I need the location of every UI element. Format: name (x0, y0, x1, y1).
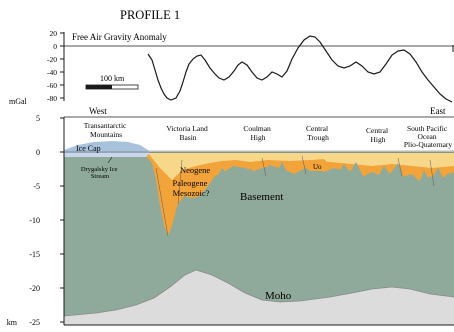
direction-west: West (89, 106, 107, 116)
region-labels: Transantarctic Mountains Victoria Land B… (84, 121, 453, 149)
depth-tick-minus5: -5 (33, 182, 40, 191)
label-basement: Basement (240, 191, 283, 203)
depth-tick-minus10: -10 (29, 216, 40, 225)
label-ice-cap: Ice Cap (76, 144, 101, 153)
direction-east: East (430, 106, 446, 116)
depth-tick-minus20: -20 (29, 284, 40, 293)
neogene-unit (148, 153, 454, 180)
figure-title: PROFILE 1 (120, 8, 180, 22)
gravity-ticks: 20 0 -20 -40 -60 -80 (47, 29, 64, 103)
gravity-anomaly-curve (147, 35, 453, 103)
depth-tick-minus25: -25 (29, 318, 40, 327)
ice-cap (64, 141, 150, 153)
gravity-tick-minus20: -20 (47, 55, 57, 64)
region-central-trough: Central Trough (306, 124, 330, 142)
gravity-tick-minus60: -60 (47, 81, 57, 90)
moho-line (63, 269, 454, 317)
cross-section (63, 116, 454, 326)
gravity-tick-20: 20 (50, 29, 58, 38)
region-coulman-high: Coulman High (243, 124, 272, 142)
label-uo: Uo (313, 163, 322, 171)
depth-axis: 5 0 -5 -10 -15 -20 -25 km (7, 114, 64, 327)
ice-stream-arrow (107, 156, 113, 164)
region-south-pacific-ocean: South Pacific Ocean Plio-Quaternary (404, 124, 453, 149)
gravity-panel: 20 0 -20 -40 -60 -80 mGal Free Air Gravi… (9, 29, 454, 106)
depth-tick-5: 5 (36, 114, 40, 123)
gravity-tick-minus40: -40 (47, 68, 57, 77)
depth-unit: km (7, 318, 18, 327)
gravity-tick-0: 0 (53, 42, 57, 51)
region-transantarctic: Transantarctic Mountains (84, 121, 129, 139)
label-paleogene-mesozoic: Paleogene Mesozoic? (172, 178, 209, 198)
label-moho: Moho (265, 290, 292, 302)
region-central-high: Central High (366, 126, 390, 144)
scale-bar-label: 100 km (100, 74, 125, 83)
gravity-label: Free Air Gravity Anomaly (72, 32, 167, 42)
depth-tick-0: 0 (36, 148, 40, 157)
gravity-tick-minus80: -80 (47, 94, 57, 103)
label-drygalsky-ice-stream: Drygalsky Ice Stream (81, 166, 119, 180)
label-neogene: Neogene (180, 165, 210, 175)
gravity-unit: mGal (9, 97, 28, 106)
depth-tick-minus15: -15 (29, 250, 40, 259)
uo-unit (304, 159, 330, 171)
region-victoria-land-basin: Victoria Land Basin (166, 124, 209, 142)
